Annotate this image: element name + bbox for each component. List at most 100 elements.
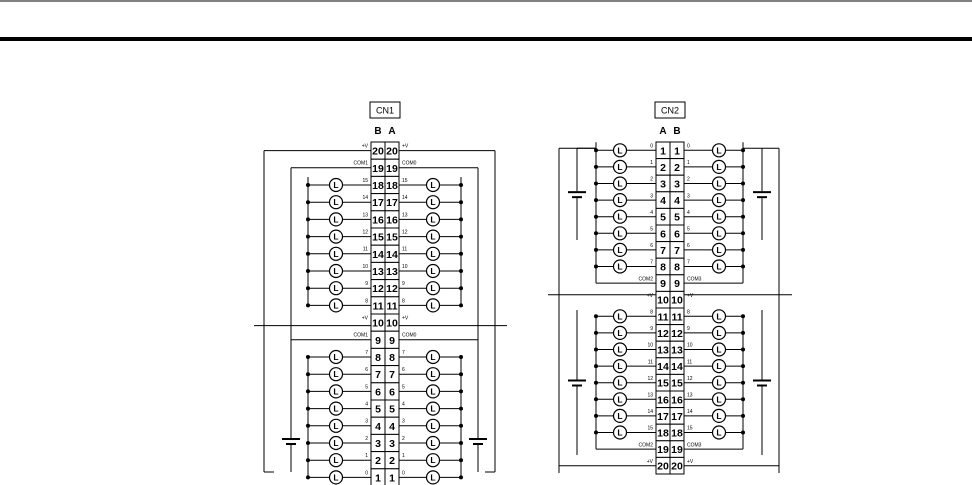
header-thick-rule (0, 37, 972, 41)
pin-number-right: 19 (671, 444, 683, 456)
load-label: L (716, 262, 721, 272)
battery-plate-long (469, 438, 487, 440)
signal-label-right: 3 (402, 419, 405, 425)
load-circle (612, 392, 628, 407)
load-label: L (333, 283, 338, 293)
signal-label-right: 3 (687, 193, 690, 199)
load-label: L (430, 369, 435, 379)
pin-number-left: 10 (657, 295, 669, 307)
load-symbol: L (328, 367, 344, 382)
pin-number-left: 12 (657, 328, 669, 340)
signal-label-left: 0 (650, 144, 653, 150)
load-symbol: L (328, 177, 344, 193)
signal-label-left: COM2 (639, 276, 654, 282)
load-circle (612, 259, 628, 274)
load-label: L (430, 197, 435, 207)
signal-label-right: 0 (687, 144, 690, 150)
pin-number-right: 8 (674, 262, 680, 274)
signal-label-right: 0 (402, 470, 405, 476)
load-circle (711, 359, 727, 374)
load-circle (711, 226, 727, 241)
pin-number-right: 13 (386, 266, 398, 278)
pin-number-right: 7 (389, 369, 395, 381)
load-circle (425, 367, 441, 382)
signal-label-right: 6 (687, 243, 690, 249)
load-symbol: L (425, 281, 441, 296)
pin-number-left: 3 (375, 438, 381, 450)
pin-number-left: 17 (657, 411, 669, 423)
signal-label-right: 5 (402, 384, 405, 390)
load-symbol: L (425, 453, 441, 468)
signal-label-right: COM3 (687, 276, 702, 282)
load-label: L (716, 162, 721, 172)
pin-number-left: 9 (660, 278, 666, 290)
signal-label-left: 8 (365, 298, 368, 304)
load-symbol: L (612, 375, 628, 390)
signal-label-right: 11 (402, 247, 407, 253)
load-symbol: L (711, 226, 727, 241)
signal-label-right: COM0 (402, 333, 417, 339)
load-circle (425, 246, 441, 261)
signal-label-right: 15 (687, 426, 693, 432)
signal-label-right: 15 (402, 178, 408, 184)
pin-number-left: 13 (372, 266, 384, 278)
battery-plate-short (572, 196, 582, 199)
load-label: L (716, 394, 721, 404)
battery-symbol (753, 310, 771, 455)
load-circle (328, 195, 344, 210)
load-label: L (716, 411, 721, 421)
load-circle (612, 408, 628, 423)
load-label: L (430, 180, 435, 190)
load-symbol: L (711, 159, 727, 174)
signal-label-left: 8 (650, 310, 653, 316)
pin-number-right: 9 (674, 278, 680, 290)
signal-label-right: 13 (687, 393, 693, 399)
load-symbol: L (612, 392, 628, 407)
load-circle (711, 176, 727, 191)
load-symbol: L (612, 159, 628, 174)
load-circle (425, 212, 441, 227)
load-symbol: L (425, 177, 441, 193)
load-label: L (617, 394, 622, 404)
pin-number-left: 7 (375, 369, 381, 381)
load-circle (328, 435, 344, 451)
signal-label-left: COM2 (639, 442, 654, 448)
column-label-left: B (374, 126, 381, 137)
signal-label-right: 9 (687, 326, 690, 332)
load-circle (425, 470, 441, 485)
load-symbol: L (328, 281, 344, 296)
load-symbol: L (425, 229, 441, 244)
signal-label-left: 10 (647, 343, 653, 349)
load-symbol: L (425, 401, 441, 416)
signal-label-right: 4 (402, 402, 405, 408)
load-circle (328, 212, 344, 227)
battery-plate-short (757, 384, 767, 387)
signal-label-left: 0 (365, 470, 368, 476)
pin-number-right: 17 (386, 197, 398, 209)
load-label: L (617, 262, 622, 272)
battery-plate-long (282, 438, 300, 440)
load-symbol: L (425, 349, 441, 365)
pin-number-right: 15 (386, 232, 398, 244)
pin-number-right: 1 (674, 145, 680, 157)
load-symbol: L (711, 209, 727, 224)
load-circle (612, 193, 628, 208)
load-symbol: L (612, 359, 628, 374)
load-circle (711, 425, 727, 440)
load-label: L (617, 328, 622, 338)
signal-label-right: 7 (687, 260, 690, 266)
pin-number-left: 16 (372, 214, 384, 226)
load-circle (711, 209, 727, 224)
pin-number-right: 4 (389, 421, 395, 433)
load-circle (612, 209, 628, 224)
pin-number-left: 6 (375, 386, 381, 398)
load-symbol: L (425, 470, 441, 485)
pin-number-right: 18 (671, 428, 683, 440)
load-circle (328, 298, 344, 313)
load-label: L (617, 195, 622, 205)
pin-number-right: 10 (386, 318, 398, 330)
load-circle (612, 176, 628, 191)
signal-label-left: 12 (362, 230, 368, 236)
load-label: L (716, 195, 721, 205)
load-label: L (430, 249, 435, 259)
